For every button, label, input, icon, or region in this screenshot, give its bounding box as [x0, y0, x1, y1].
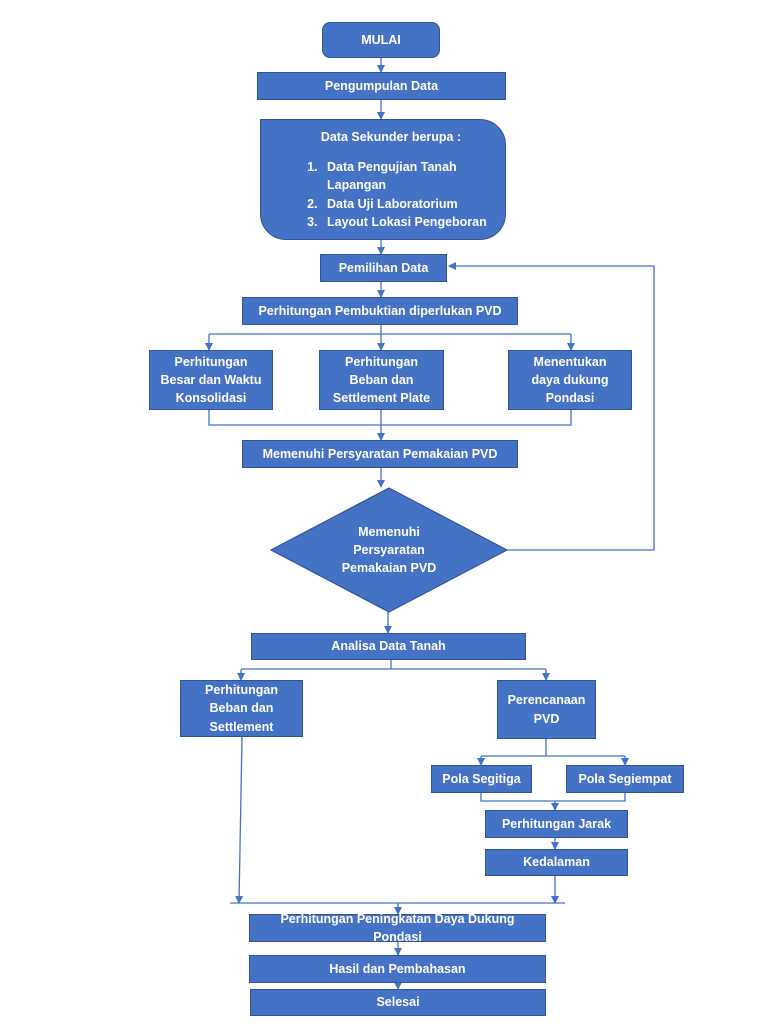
node-beban-settlement: Perhitungan Beban dan Settlement — [180, 680, 303, 737]
node-selesai: Selesai — [250, 989, 546, 1016]
edge-analisa-split — [241, 660, 546, 670]
daya-dukung-line: Pondasi — [545, 391, 595, 406]
data-sekunder-item: Layout Lokasi Pengeboran — [321, 213, 487, 231]
node-pola-segiempat: Pola Segiempat — [566, 765, 684, 793]
settlement-plate-line: Perhitungan — [345, 354, 418, 369]
data-sekunder-list: Data Pengujian Tanah Lapangan Data Uji L… — [295, 158, 487, 231]
node-peningkatan-daya-dukung: Perhitungan Peningkatan Daya Dukung Pond… — [249, 912, 546, 944]
decision-memenuhi-persyaratan: Memenuhi Persyaratan Pemakaian PVD — [270, 487, 508, 613]
node-perencanaan-pvd: Perencanaan PVD — [497, 680, 596, 739]
perencanaan-line: PVD — [533, 711, 560, 726]
node-analisa-data-tanah: Analisa Data Tanah — [251, 633, 526, 660]
perencanaan-line: Perencanaan — [507, 693, 586, 708]
edge-perencanaan-split — [481, 739, 625, 757]
node-pola-segitiga: Pola Segitiga — [431, 765, 532, 793]
decision-line: Persyaratan — [353, 542, 425, 557]
decision-line: Pemakaian PVD — [341, 561, 437, 576]
node-hasil-pembahasan: Hasil dan Pembahasan — [249, 955, 546, 983]
node-settlement-plate: Perhitungan Beban dan Settlement Plate — [319, 350, 444, 410]
settlement-plate-line: Beban dan — [349, 372, 414, 387]
node-pemilihan-data: Pemilihan Data — [320, 254, 447, 282]
beban-settlement-line: Perhitungan — [205, 683, 278, 698]
data-sekunder-item: Data Uji Laboratorium — [321, 195, 487, 213]
node-kedalaman: Kedalaman — [485, 849, 628, 876]
settlement-plate-line: Settlement Plate — [332, 391, 431, 406]
beban-settlement-line: Beban dan — [209, 701, 274, 716]
konsolidasi-line: Konsolidasi — [175, 391, 247, 406]
beban-settlement-line: Settlement — [209, 719, 274, 734]
decision-diamond-shape — [270, 487, 508, 613]
node-konsolidasi: Perhitungan Besar dan Waktu Konsolidasi — [149, 350, 273, 410]
node-perhitungan-jarak: Perhitungan Jarak — [485, 810, 628, 838]
edge-merge-2 — [480, 793, 626, 810]
edge-loop-back — [448, 262, 655, 551]
node-daya-dukung: Menentukan daya dukung Pondasi — [508, 350, 632, 410]
edge-pembuktian-split — [209, 325, 571, 335]
konsolidasi-line: Besar dan Waktu — [160, 372, 262, 387]
daya-dukung-line: daya dukung — [531, 372, 609, 387]
node-perhitungan-pembuktian: Perhitungan Pembuktian diperlukan PVD — [242, 297, 518, 325]
edge-beban-down — [235, 736, 244, 904]
konsolidasi-line: Perhitungan — [174, 354, 248, 369]
node-pengumpulan-data: Pengumpulan Data — [257, 72, 506, 100]
data-sekunder-title: Data Sekunder berupa : — [320, 130, 462, 145]
daya-dukung-line: Menentukan — [533, 354, 607, 369]
node-data-sekunder: Data Sekunder berupa : Data Pengujian Ta… — [260, 119, 506, 240]
node-mulai: MULAI — [322, 22, 440, 58]
node-memenuhi-persyaratan: Memenuhi Persyaratan Pemakaian PVD — [242, 440, 518, 468]
edge-merge-1 — [208, 410, 572, 440]
data-sekunder-item: Data Pengujian Tanah Lapangan — [321, 158, 487, 194]
decision-label: Memenuhi Persyaratan Pemakaian PVD — [270, 487, 508, 613]
decision-line: Memenuhi — [358, 524, 420, 539]
